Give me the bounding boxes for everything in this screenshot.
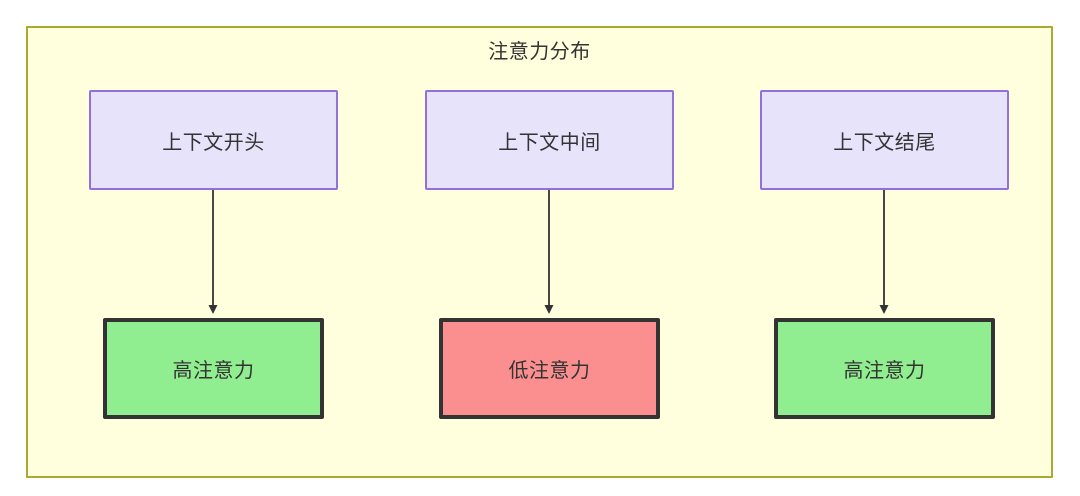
- node-attention-middle-label: 低注意力: [508, 360, 591, 382]
- node-context-start[interactable]: 上下文开头: [89, 90, 338, 190]
- node-context-middle-label: 上下文中间: [498, 131, 601, 154]
- node-attention-start[interactable]: 高注意力: [103, 318, 324, 419]
- node-context-middle[interactable]: 上下文中间: [425, 90, 674, 190]
- diagram-title: 注意力分布: [488, 41, 591, 63]
- node-attention-end[interactable]: 高注意力: [774, 318, 995, 419]
- node-attention-start-label: 高注意力: [172, 360, 255, 382]
- node-attention-end-label: 高注意力: [843, 360, 926, 382]
- node-context-start-label: 上下文开头: [162, 131, 265, 154]
- node-attention-middle[interactable]: 低注意力: [439, 318, 660, 419]
- node-context-end-label: 上下文结尾: [833, 131, 936, 154]
- node-context-end[interactable]: 上下文结尾: [760, 90, 1009, 190]
